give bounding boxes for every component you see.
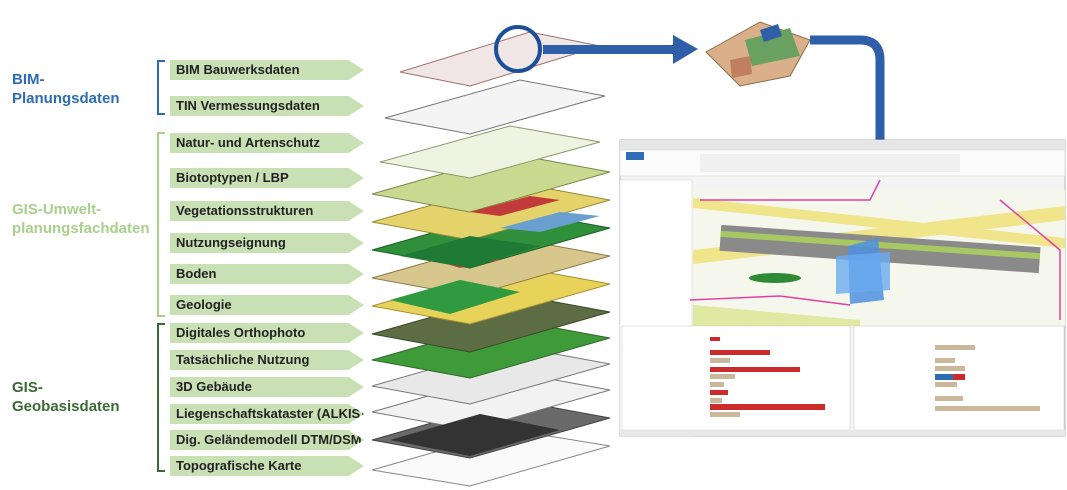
group-label-geobasis: GIS- Geobasisdaten [12, 378, 120, 416]
layer-label-3d-gebaeude: 3D Gebäude [170, 377, 364, 397]
app-chart-right-bars [935, 345, 1040, 411]
bracket-umwelt [157, 132, 165, 317]
layer-label-vegetation: Vegetationsstrukturen [170, 201, 364, 221]
layer-label-boden: Boden [170, 264, 364, 284]
bracket-bim [157, 60, 165, 115]
layer-stack [371, 31, 611, 487]
app-chart-left-bars [710, 337, 825, 417]
slab-tin [384, 79, 606, 135]
layer-label-geologie: Geologie [170, 295, 364, 315]
layer-label-tin: TIN Vermessungsdaten [170, 96, 364, 116]
layer-label-dtm: Dig. Geländemodell DTM/DSM [170, 430, 364, 450]
slab-natur [379, 125, 601, 179]
layer-label-natur: Natur- und Artenschutz [170, 133, 364, 153]
layer-label-topo: Topografische Karte [170, 456, 364, 476]
group-label-umwelt-text: GIS-Umwelt- planungsfachdaten [12, 201, 150, 237]
bracket-geobasis [157, 323, 165, 472]
group-label-geobasis-text: GIS- Geobasisdaten [12, 379, 120, 415]
group-label-bim-text: BIM- Planungsdaten [12, 71, 120, 107]
layer-label-bim-bauwerksdaten: BIM Bauwerksdaten [170, 60, 364, 80]
app-window [619, 139, 1066, 437]
bridge-model-thumbnail [705, 21, 811, 87]
layer-label-orthophoto: Digitales Orthophoto [170, 323, 364, 343]
arrow-right-icon [543, 35, 698, 64]
group-label-bim: BIM- Planungsdaten [12, 70, 120, 108]
layer-label-biotop: Biotoptypen / LBP [170, 168, 364, 188]
layer-label-nutzungseignung: Nutzungseignung [170, 233, 364, 253]
group-label-umwelt: GIS-Umwelt- planungsfachdaten [12, 200, 150, 238]
magnifier-circle-icon [494, 25, 542, 73]
layer-label-alkis: Liegenschaftskataster (ALKIS) [170, 404, 364, 424]
layer-label-nutzung: Tatsächliche Nutzung [170, 350, 364, 370]
